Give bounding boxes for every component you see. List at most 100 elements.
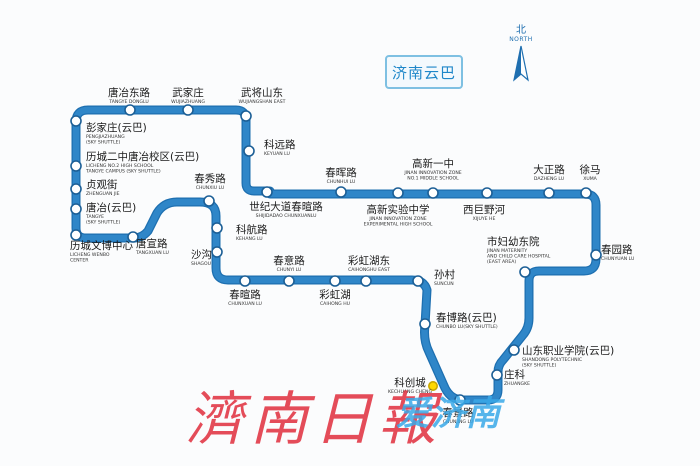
station-name-cn: 武家庄 [172,86,204,99]
station-name-en: SUNCUN [434,281,454,287]
station-name-en: CHUNBO LU(SKY SHUTTLE) [436,324,498,330]
station-name-cn: 春秀路 [194,172,226,185]
station-name-en: KEYUAN LU [264,151,290,157]
station-name-cn: 春晖路 [325,166,357,179]
station-marker [427,187,439,199]
station-name-en: NO.1 MIDDLE SCHOOL [407,176,459,182]
station-name-en: CHUNJING LU [443,419,473,425]
station-name-cn: 彩虹湖东 [348,254,390,267]
station-name-en: CHUNYI LU [277,267,302,273]
station-name-en: TANGYE DONGLU [108,99,148,105]
station-name-cn: 春博路(云巴) [436,311,497,324]
station-name-en: WUJIAZHUANG [171,99,205,105]
station-marker [419,318,431,330]
station-name-en: (SKY SHUTTLE) [86,140,121,146]
station-name-cn: 唐冶(云巴) [86,201,136,214]
station-marker [427,380,438,391]
station-name-en: SHANDONG POLYTECHNIC [522,357,582,363]
station-name-cn: 科远路 [264,138,296,151]
station-marker [239,275,251,287]
station-name-en: SHAGOU [191,261,211,267]
station-name-cn: 高新实验中学 [367,203,430,216]
station-name-en: PENGJIAZHUANG [86,134,125,140]
station-marker [283,275,295,287]
station-name-en: KECHUANG CHENG [388,389,433,395]
station-marker [211,222,223,234]
station-name-cn: 武将山东 [241,86,283,99]
station-name-en: TANGYE [85,214,104,220]
station-name-cn: 春景路 [442,406,474,419]
station-label: 春博路(云巴)CHUNBO LU(SKY SHUTTLE) [436,311,498,330]
station-marker [360,275,372,287]
station-name-en: JINAN INNOVATION ZONE [368,216,426,222]
station-name-cn: 春意路 [273,254,305,267]
map-title: 济南云巴 [391,63,456,82]
station-name-cn: 山东职业学院(云巴) [522,344,614,357]
station-marker [412,275,424,287]
station-name-cn: 科创城 [394,376,426,389]
station-marker [508,344,520,356]
station-name-en: LICHENG WENBO [70,252,110,258]
station-name-en: (SKY SHUTTLE) [522,363,557,369]
station-marker [70,229,82,241]
station-name-cn: 徐马 [580,163,601,176]
station-name-cn: 唐宣路 [136,237,168,250]
map-title-box: 济南云巴 [385,55,463,89]
station-label: 山东职业学院(云巴)SHANDONG POLYTECHNIC(SKY SHUTT… [522,344,614,369]
north-arrow-icon [513,45,529,82]
station-marker [70,183,82,195]
station-marker [127,231,139,243]
station-name-en: AND CHILD CARE HOSPITAL [487,254,551,260]
brand-watermark: 爱济南 [396,394,501,434]
station-name-en: XIJUYE HE [473,216,496,222]
station-markers [70,104,602,406]
station-name-cn: 高新一中 [412,157,454,170]
station-name-en: SHIJIDADAO CHUNXUANLU [256,213,317,219]
station-name-en: CHUNXUAN LU [228,301,262,307]
station-name-en: XUMA [583,176,597,182]
station-marker [203,195,215,207]
station-marker [580,187,592,199]
station-name-en: CAIHONGHU EAST [348,267,390,273]
station-name-en: TANGXUAN LU [135,250,169,256]
station-name-cn: 历城文博中心 [70,239,133,252]
station-name-en: LICHENG NO.2 HIGH SCHOOL [86,163,154,169]
station-name-en: WUJIANGSHAN EAST [239,99,286,105]
station-name-en: CENTER [70,258,89,264]
station-name-cn: 春暄路 [229,288,261,301]
station-name-cn: 世纪大道春暄路 [249,200,323,213]
station-marker [240,110,252,122]
north-compass: 北 NORTH [506,26,536,86]
station-name-en: (SKY SHUTTLE) [86,220,121,226]
station-name-cn: 大正路 [533,163,565,176]
station-marker [392,187,404,199]
station-name-cn: 唐冶东路 [108,86,150,99]
station-marker [261,186,273,198]
station-name-cn: 彩虹湖 [319,289,351,301]
station-name-cn: 沙沟 [191,248,212,261]
station-name-en: CHUNHUI LU [327,179,356,185]
station-marker [481,187,493,199]
station-name-en: CHUNXIU LU [196,185,224,191]
station-marker [519,266,531,278]
